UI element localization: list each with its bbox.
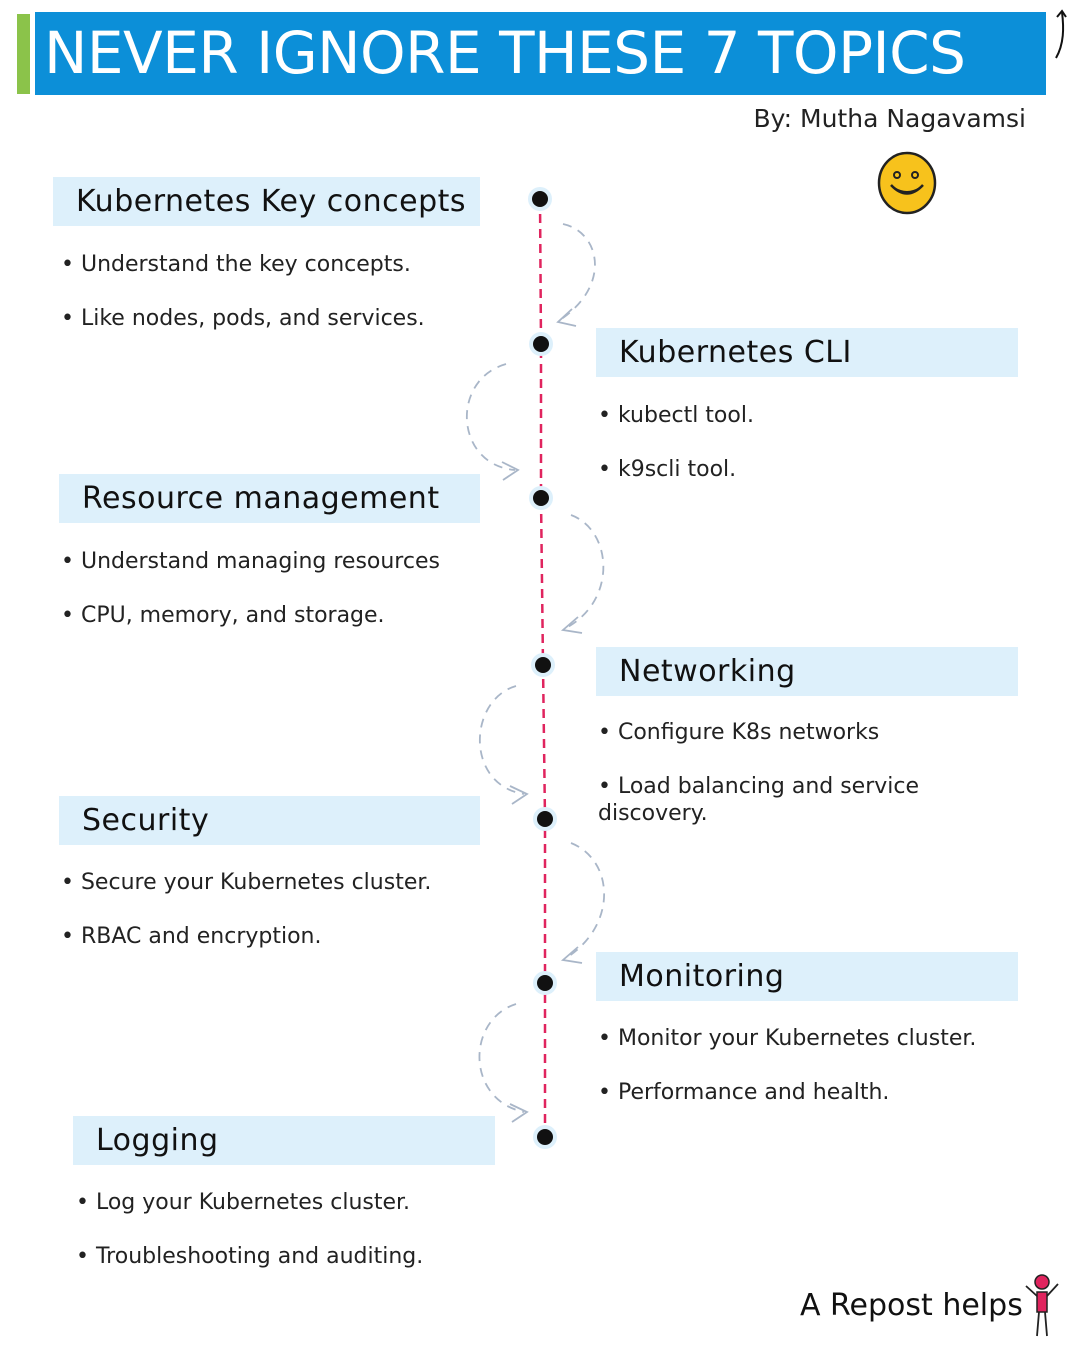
topic-heading-resource-management: Resource management	[59, 474, 480, 523]
topic-bullet: • Configure K8s networks	[598, 720, 880, 745]
topic-heading-cli: Kubernetes CLI	[596, 328, 1018, 377]
topic-bullet: • CPU, memory, and storage.	[61, 603, 385, 628]
arrow-head-6	[509, 1103, 529, 1123]
topic-bullet: • k9scli tool.	[598, 457, 737, 482]
smiley-face-icon	[877, 151, 937, 215]
topic-bullet: • Secure your Kubernetes cluster.	[61, 870, 432, 895]
topic-heading-networking: Networking	[596, 647, 1018, 696]
curved-arrow-icon	[1055, 9, 1067, 59]
topic-heading-key-concepts: Kubernetes Key concepts	[53, 177, 480, 226]
connector-arrow-1	[559, 223, 596, 321]
topic-bullet: • Load balancing and service discovery.	[598, 774, 920, 826]
connector-arrow-2	[465, 363, 516, 471]
topic-bullet: • Monitor your Kubernetes cluster.	[598, 1026, 977, 1051]
page-title: NEVER IGNORE THESE 7 TOPICS	[35, 12, 1046, 95]
topic-bullet: • Performance and health.	[598, 1080, 890, 1105]
connector-arrow-6	[478, 1003, 525, 1113]
title-accent-bar	[17, 14, 30, 94]
arrow-head-4	[509, 785, 529, 805]
repost-cta: A Repost helps	[800, 1288, 1023, 1323]
connector-arrow-3	[565, 514, 605, 629]
topic-bullet: • kubectl tool.	[598, 403, 754, 428]
arrow-head-2	[501, 461, 520, 481]
topic-heading-logging: Logging	[73, 1116, 495, 1165]
arrow-head-3	[560, 616, 583, 634]
topic-bullet: • Understand managing resources	[61, 549, 440, 574]
topic-bullet: • RBAC and encryption.	[61, 924, 322, 949]
author-byline: By: Mutha Nagavamsi	[753, 104, 1026, 133]
arrow-head-1	[556, 308, 577, 327]
topic-bullet: • Troubleshooting and auditing.	[76, 1244, 424, 1269]
connector-arrow-4	[478, 685, 525, 795]
topic-heading-monitoring: Monitoring	[596, 952, 1018, 1001]
topic-bullet: • Understand the key concepts.	[61, 252, 411, 277]
topic-heading-security: Security	[59, 796, 480, 845]
topic-bullet: • Like nodes, pods, and services.	[61, 306, 425, 331]
topic-bullet: • Log your Kubernetes cluster.	[76, 1190, 411, 1215]
stick-figure-icon	[1025, 1274, 1059, 1337]
connector-arrow-5	[565, 842, 606, 959]
arrow-head-5	[560, 946, 583, 964]
